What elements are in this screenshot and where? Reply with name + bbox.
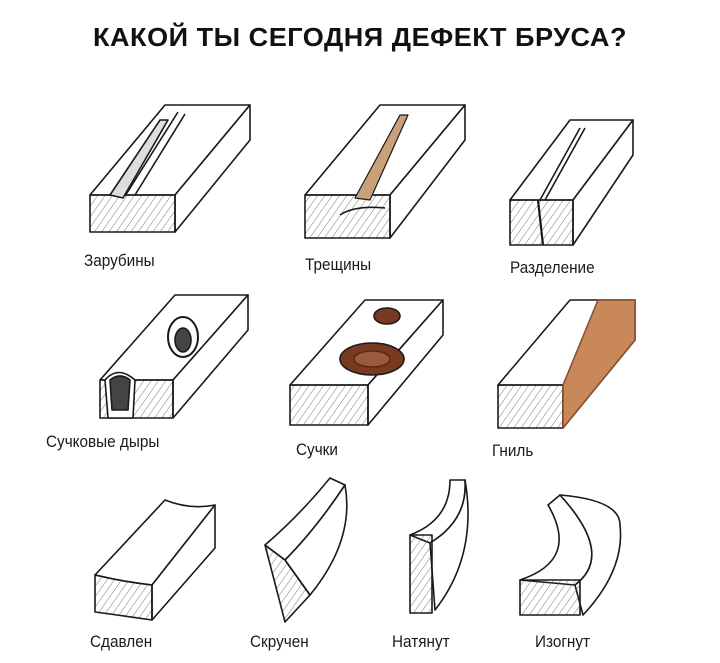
beam-split-icon [509, 119, 634, 246]
page-title: КАКОЙ ТЫ СЕГОДНЯ ДЕФЕКТ БРУСА? [92, 22, 628, 52]
label-twisted: Скручен [250, 632, 309, 651]
label-cracks: Трещины [305, 255, 372, 274]
beam-rot-icon [497, 299, 636, 429]
beam-bowed-icon [519, 494, 622, 616]
beam-knots-icon [289, 299, 444, 426]
beam-cracks-icon [304, 104, 466, 239]
label-cupped: Сдавлен [90, 632, 153, 651]
label-split: Разделение [510, 258, 595, 277]
beam-knot-holes-icon [99, 294, 249, 419]
label-bowed: Изогнут [535, 632, 591, 651]
label-knot-holes: Сучковые дыры [46, 432, 160, 451]
label-knots: Сучки [296, 440, 338, 459]
label-rot: Гниль [492, 441, 534, 460]
beam-crooked-icon [409, 479, 469, 614]
label-crooked: Натянут [392, 632, 450, 651]
beam-cupped-icon [94, 499, 216, 621]
beam-twisted-icon [264, 477, 348, 623]
beam-notches-icon [89, 104, 251, 233]
label-notches: Зарубины [84, 251, 155, 270]
